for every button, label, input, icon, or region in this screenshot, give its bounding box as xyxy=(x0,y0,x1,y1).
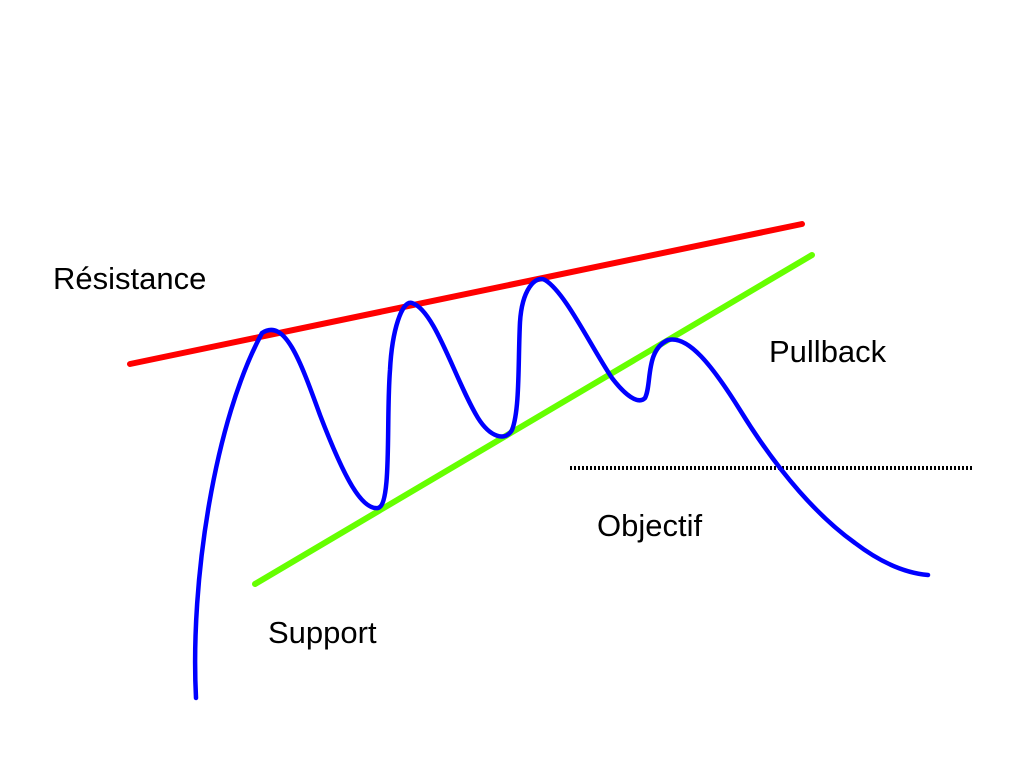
resistance-line xyxy=(127,221,805,367)
pullback-label: Pullback xyxy=(769,334,887,369)
support-line xyxy=(252,252,815,587)
objectif-label: Objectif xyxy=(597,508,702,543)
support-label: Support xyxy=(268,615,377,650)
resistance-label: Résistance xyxy=(53,261,206,296)
price-curve xyxy=(192,276,931,701)
